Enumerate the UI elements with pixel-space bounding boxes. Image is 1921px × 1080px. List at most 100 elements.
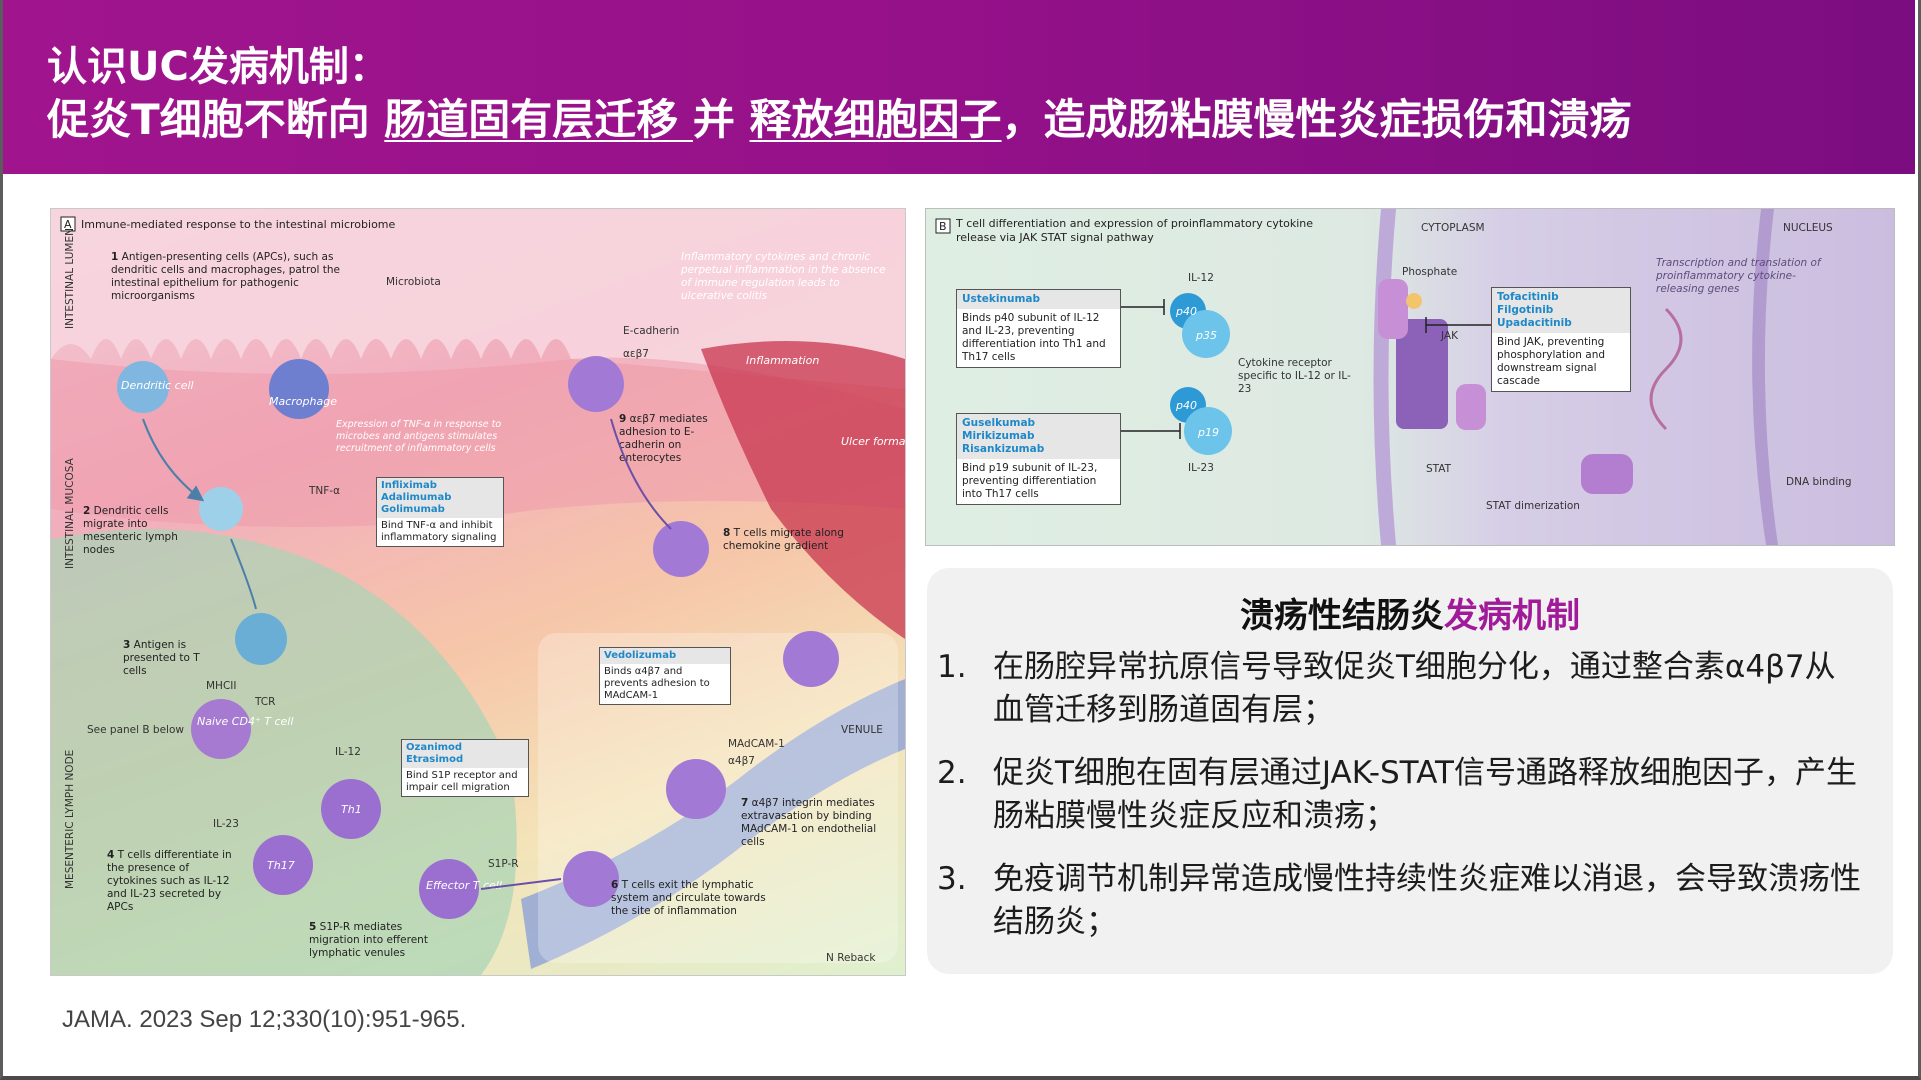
step-8: 8 T cells migrate along chemokine gradie… bbox=[723, 527, 844, 552]
drug-filgotinib: Filgotinib bbox=[1497, 304, 1554, 316]
see-panel-b: See panel B below bbox=[87, 724, 184, 736]
subtitle-suffix: ，造成肠粘膜慢性炎症损伤和溃疡 bbox=[1001, 95, 1632, 144]
venule-label: VENULE bbox=[841, 724, 883, 736]
drug-etrasimod: Etrasimod bbox=[406, 754, 464, 765]
dendritic-cell bbox=[117, 361, 169, 413]
cytokine-receptor bbox=[1396, 319, 1448, 429]
drug-box-ustekinumab: Ustekinumab Binds p40 subunit of IL-12 a… bbox=[956, 289, 1121, 368]
transcription-label: Transcription and translation of proinfl… bbox=[1656, 257, 1821, 295]
mucosa-band bbox=[51, 357, 905, 527]
s1pr-label: S1P-R bbox=[488, 858, 519, 870]
drug-risankizumab: Risankizumab bbox=[962, 443, 1045, 455]
p19-label: p19 bbox=[1197, 426, 1219, 439]
venule-t-cell-1 bbox=[563, 851, 619, 907]
naive-t-cell bbox=[191, 699, 251, 759]
mucosa-t-cell bbox=[653, 521, 709, 577]
dna-binding-label: DNA binding bbox=[1786, 476, 1852, 488]
drug-box-vedolizumab-desc: Binds α4β7 and prevents adhesion to MAdC… bbox=[604, 666, 710, 701]
citation: JAMA. 2023 Sep 12;330(10):951-965. bbox=[62, 1006, 467, 1033]
villi-epithelium bbox=[51, 209, 905, 389]
jak-protein bbox=[1378, 279, 1408, 339]
drug-infliximab: Infliximab bbox=[381, 480, 437, 491]
subtitle-migration: 肠道固有层迁移 bbox=[384, 95, 693, 144]
mhcii-label: MHCII bbox=[206, 680, 236, 692]
phosphate bbox=[1406, 293, 1422, 309]
mechanism-list: 1.在肠腔异常抗原信号导致促炎T细胞分化，通过整合素α4β7从血管迁移到肠道固有… bbox=[927, 646, 1893, 964]
step-3: 3 Antigen is presented to T cells bbox=[123, 639, 200, 677]
venule-t-cell-2 bbox=[666, 759, 726, 819]
illustrator-signature: N Reback bbox=[826, 952, 876, 964]
drug-box-jak-desc: Bind JAK, preventing phosphorylation and… bbox=[1497, 336, 1606, 387]
tnf-expression-note: Expression of TNF-α in response to micro… bbox=[336, 419, 502, 454]
th1-cell bbox=[321, 779, 381, 839]
il23-label-a: IL-23 bbox=[213, 818, 239, 830]
mechanism-card: 溃疡性结肠炎发病机制 1.在肠腔异常抗原信号导致促炎T细胞分化，通过整合素α4β… bbox=[927, 568, 1893, 974]
effector-label: Effector T cell bbox=[426, 879, 502, 892]
venule bbox=[521, 679, 905, 969]
p35 bbox=[1182, 310, 1230, 358]
jak-label: JAK bbox=[1440, 330, 1459, 342]
receptor-label: Cytokine receptor specific to IL-12 or I… bbox=[1238, 357, 1351, 395]
dna-helix bbox=[1649, 307, 1683, 431]
step-1: 1 Antigen-presenting cells (APCs), such … bbox=[111, 251, 340, 302]
aeb7-label: αεβ7 bbox=[623, 348, 649, 360]
step-9: 9 αεβ7 mediates adhesion to E-cadherin o… bbox=[619, 413, 708, 464]
il12-label-b: IL-12 bbox=[1188, 272, 1214, 284]
inhibition-line-jak bbox=[1425, 317, 1491, 333]
mechanism-item: 1.在肠腔异常抗原信号导致促炎T细胞分化，通过整合素α4β7从血管迁移到肠道固有… bbox=[927, 646, 1863, 732]
drug-box-anti-tnf-desc: Bind TNF-α and inhibit inflammatory sign… bbox=[381, 520, 497, 543]
ecadherin-label: E-cadherin bbox=[623, 325, 679, 337]
ulcer-region bbox=[701, 341, 905, 639]
drug-box-anti-p19-desc: Bind p19 subunit of IL-23, preventing di… bbox=[962, 462, 1098, 500]
il12-label-a: IL-12 bbox=[335, 746, 361, 758]
th17-cell bbox=[253, 835, 313, 895]
step-5: 5 S1P-R mediates migration into efferent… bbox=[309, 921, 428, 959]
subtitle-and: 并 bbox=[692, 95, 750, 144]
mechanism-item: 3. 免疫调节机制异常造成慢性持续性炎症难以消退，会导致溃疡性结肠炎； bbox=[927, 858, 1863, 944]
dendritic-cell-label: Dendritic cell bbox=[121, 379, 194, 392]
subtitle-prefix: 促炎T细胞不断向 bbox=[47, 95, 385, 144]
step-6: 6 T cells exit the lymphatic system and … bbox=[611, 879, 766, 917]
migration-arrow-1 bbox=[142, 418, 205, 502]
stat-dimer bbox=[1581, 454, 1633, 494]
step-4: 4 T cells differentiate in the presence … bbox=[107, 849, 232, 913]
panel-b-letter: B bbox=[939, 220, 947, 233]
migration-arrow-2 bbox=[230, 538, 257, 610]
apc-lymph bbox=[235, 613, 287, 665]
ulcer-label: Ulcer formation bbox=[841, 435, 905, 448]
drug-upadacitinib: Upadacitinib bbox=[1497, 317, 1572, 329]
title-banner: 认识UC发病机制： 促炎T细胞不断向 肠道固有层迁移 并 释放细胞因子，造成肠粘… bbox=[3, 0, 1915, 174]
p40-label-1: p40 bbox=[1175, 305, 1197, 318]
drug-adalimumab: Adalimumab bbox=[381, 492, 452, 503]
mechanism-item-number: 3. bbox=[937, 861, 967, 897]
step-2: 2 Dendritic cells migrate into mesenteri… bbox=[83, 505, 178, 556]
mechanism-item-number: 2. bbox=[937, 755, 967, 791]
inhibition-line-p19 bbox=[1121, 423, 1181, 439]
lymph-node bbox=[51, 529, 517, 975]
subtitle-cytokines: 释放细胞因子 bbox=[749, 95, 1002, 144]
figure-a-immune-response: A Immune-mediated response to the intest… bbox=[50, 208, 906, 976]
a4b7-label: α4β7 bbox=[728, 755, 755, 767]
mechanism-item-text: 促炎T细胞在固有层通过JAK-STAT信号通路释放细胞因子，产生肠粘膜慢性炎症反… bbox=[993, 755, 1857, 834]
p19 bbox=[1184, 407, 1232, 455]
drug-box-s1p-desc: Bind S1P receptor and impair cell migrat… bbox=[406, 770, 518, 793]
mechanism-title-main: 溃疡性结肠炎 bbox=[1240, 596, 1444, 636]
drug-mirikizumab: Mirikizumab bbox=[962, 430, 1035, 442]
stat-label: STAT bbox=[1426, 463, 1452, 475]
slide-subtitle: 促炎T细胞不断向 肠道固有层迁移 并 释放细胞因子，造成肠粘膜慢性炎症损伤和溃疡 bbox=[47, 86, 1632, 147]
chronic-inflammation-note: Inflammatory cytokines and chronic perpe… bbox=[681, 251, 886, 302]
mechanism-title: 溃疡性结肠炎发病机制 bbox=[927, 588, 1893, 637]
zone-nucleus: NUCLEUS bbox=[1783, 222, 1833, 234]
panel-a-title: Immune-mediated response to the intestin… bbox=[81, 218, 396, 231]
mechanism-item-text: 免疫调节机制异常造成慢性持续性炎症难以消退，会导致溃疡性结肠炎； bbox=[993, 861, 1861, 940]
venule-t-cell-3 bbox=[783, 631, 839, 687]
step-7: 7 α4β7 integrin mediates extravasation b… bbox=[741, 797, 877, 848]
macrophage-label: Macrophage bbox=[269, 395, 337, 408]
microbiota-label: Microbiota bbox=[386, 276, 441, 288]
drug-box-ustekinumab-desc: Binds p40 subunit of IL-12 and IL-23, pr… bbox=[962, 312, 1106, 363]
phosphate-label: Phosphate bbox=[1402, 266, 1457, 278]
naive-t-cell-label: Naive CD4⁺ T cell bbox=[197, 715, 293, 728]
drug-vedolizumab: Vedolizumab bbox=[600, 648, 730, 664]
